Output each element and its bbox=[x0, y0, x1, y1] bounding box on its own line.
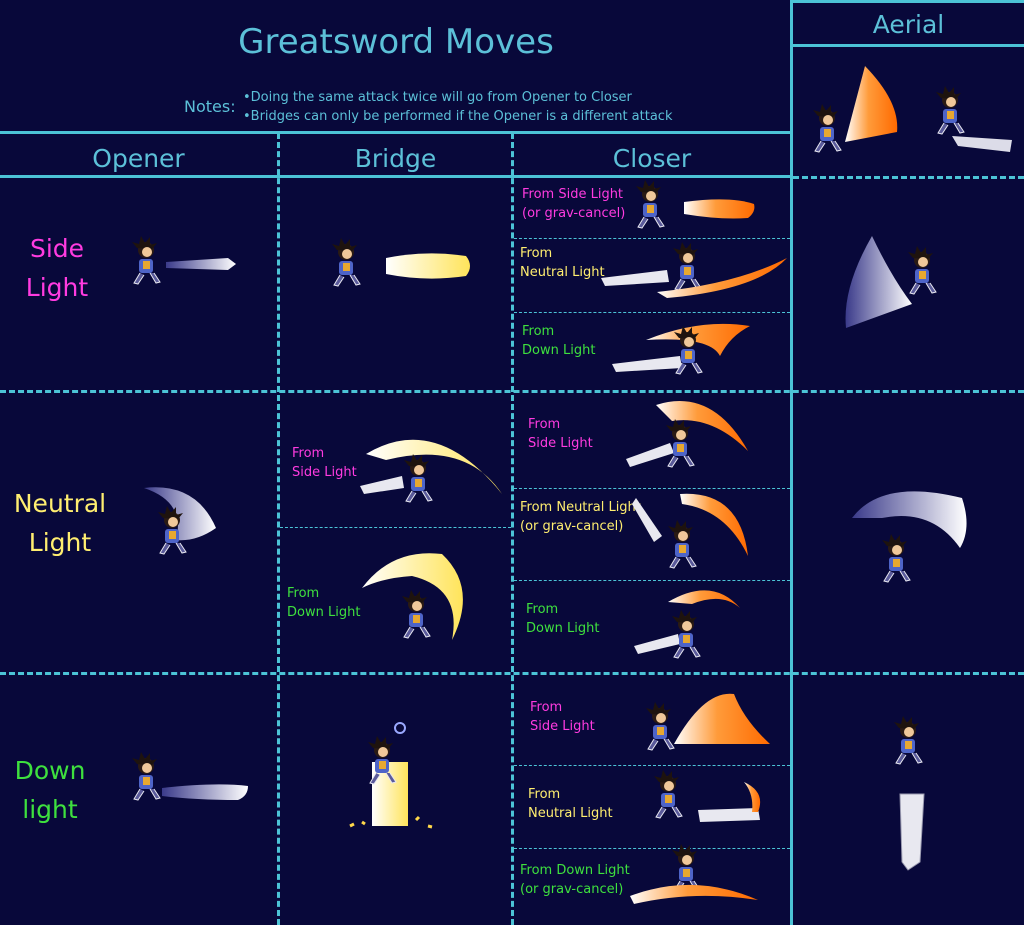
aerial-header-line bbox=[792, 44, 1024, 47]
aerial-neutral-light-sprite bbox=[852, 491, 967, 583]
bridge-subdivider bbox=[280, 527, 511, 528]
closer-down-from-side-sprite bbox=[645, 693, 770, 751]
bridge-neutral-from-side-sprite bbox=[360, 439, 502, 503]
notes-list: •Doing the same attack twice will go fro… bbox=[243, 88, 672, 126]
closer-subdivider bbox=[514, 238, 790, 239]
column-divider-2 bbox=[511, 133, 514, 925]
closer-label: From Neutral Light (or grav-cancel) bbox=[520, 500, 641, 534]
closer-neutral-from-side-sprite bbox=[626, 401, 748, 468]
closer-label: From Down Light bbox=[526, 602, 600, 636]
column-header-line bbox=[0, 175, 792, 178]
bridge-label-from-side-light: From Side Light bbox=[292, 446, 357, 480]
aerial-row-divider-1 bbox=[793, 176, 1024, 179]
closer-subdivider bbox=[514, 765, 790, 766]
row-label-down-light: Down light bbox=[14, 756, 86, 824]
bridge-label-from-down-light: From Down Light bbox=[287, 586, 361, 620]
closer-label: From Neutral Light bbox=[520, 246, 605, 280]
closer-down-from-neutral-sprite bbox=[653, 769, 761, 822]
closer-side-from-side-sprite bbox=[635, 179, 755, 229]
closer-side-from-neutral-sprite bbox=[601, 241, 787, 298]
aerial-top-line bbox=[792, 0, 1024, 3]
column-header-bridge: Bridge bbox=[354, 144, 437, 173]
closer-label: From Side Light bbox=[530, 700, 595, 734]
aerial-side-light-sprite bbox=[845, 236, 937, 328]
note-item: •Doing the same attack twice will go fro… bbox=[243, 90, 632, 105]
note-item: •Bridges can only be performed if the Op… bbox=[243, 109, 673, 124]
closer-subdivider bbox=[514, 848, 790, 849]
page-title: Greatsword Moves bbox=[238, 22, 554, 62]
aerial-down-light-sprite bbox=[893, 715, 925, 871]
title-bottom-line bbox=[0, 131, 792, 134]
row-label-neutral-light: Neutral Light bbox=[13, 489, 107, 557]
closer-subdivider bbox=[514, 488, 790, 489]
closer-label: From Down Light bbox=[522, 324, 596, 358]
opener-side-light-sprite bbox=[131, 235, 236, 285]
opener-neutral-light-sprite bbox=[144, 487, 216, 555]
closer-neutral-from-neutral-sprite bbox=[632, 493, 748, 569]
aerial-divider bbox=[790, 0, 793, 925]
opener-down-light-sprite bbox=[131, 751, 248, 801]
closer-label: From Side Light (or grav-cancel) bbox=[522, 187, 626, 221]
aerial-side-air-sprite bbox=[812, 66, 898, 153]
row-label-side-light: Side Light bbox=[25, 234, 89, 302]
closer-label: From Down Light (or grav-cancel) bbox=[520, 863, 630, 897]
closer-label: From Neutral Light bbox=[528, 787, 613, 821]
closer-label: From Side Light bbox=[528, 417, 593, 451]
bridge-side-light-sprite bbox=[331, 237, 470, 287]
bridge-neutral-from-down-sprite bbox=[362, 553, 463, 640]
closer-down-from-down-sprite bbox=[630, 843, 758, 904]
notes-label: Notes: bbox=[184, 97, 236, 116]
closer-side-from-down-sprite bbox=[612, 323, 750, 375]
bridge-down-light-sprite bbox=[349, 722, 433, 829]
aerial-neutral-air-sprite bbox=[935, 85, 1012, 152]
closer-neutral-from-down-sprite bbox=[634, 590, 740, 659]
aerial-header: Aerial bbox=[872, 10, 945, 39]
column-header-closer: Closer bbox=[612, 144, 692, 173]
closer-subdivider bbox=[514, 312, 790, 313]
column-header-opener: Opener bbox=[92, 144, 185, 173]
column-divider-1 bbox=[277, 133, 280, 925]
closer-subdivider bbox=[514, 580, 790, 581]
